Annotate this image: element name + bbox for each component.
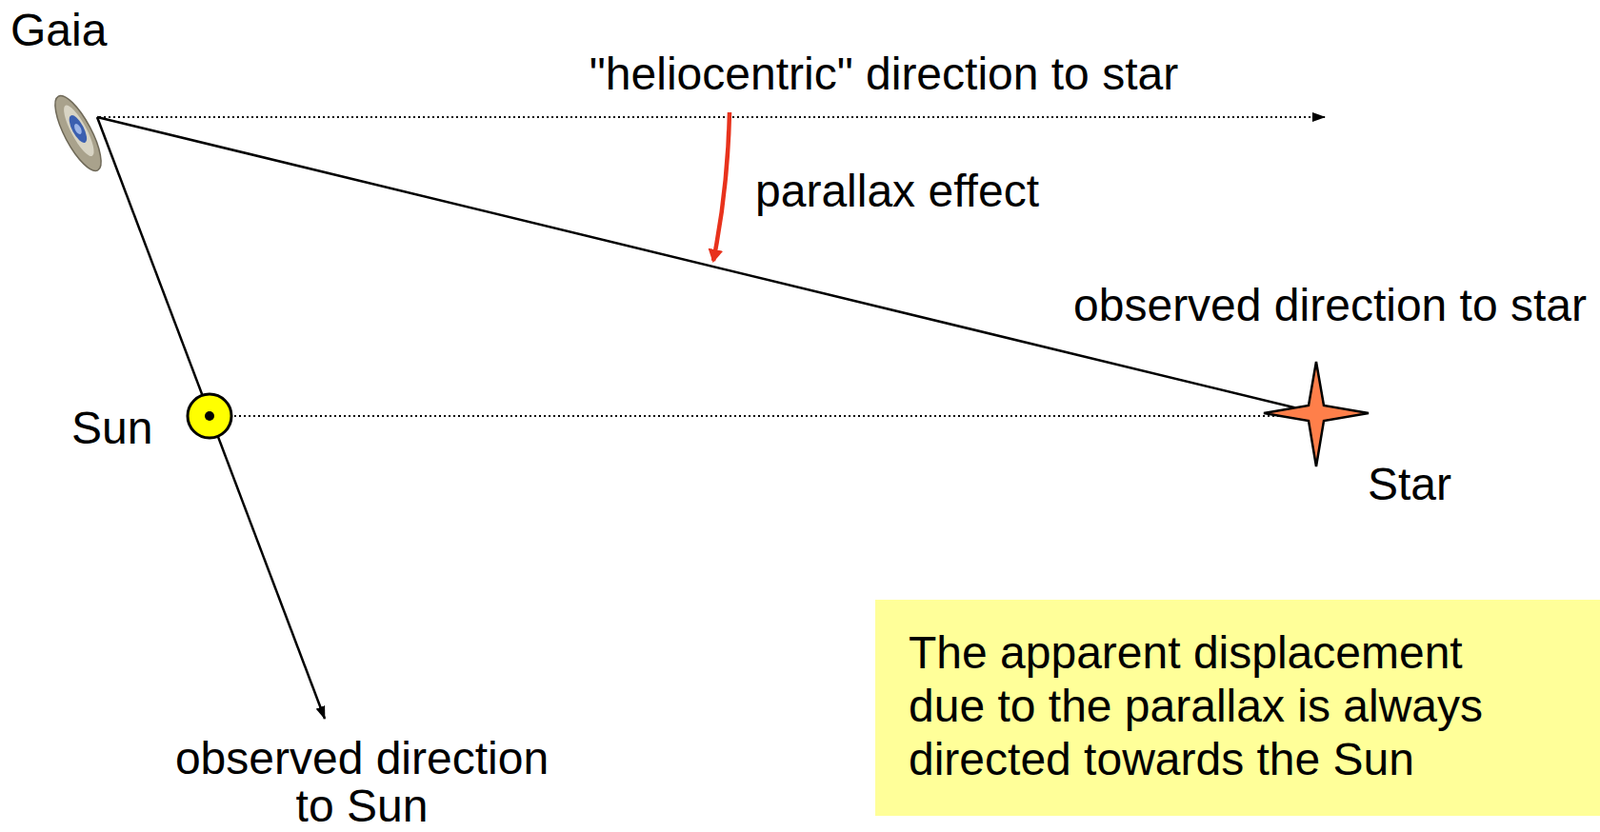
note-text: The apparent displacement due to the par… bbox=[908, 626, 1519, 787]
sun-label: Sun bbox=[71, 401, 153, 456]
note-box: The apparent displacement due to the par… bbox=[875, 600, 1600, 817]
parallax-arrow bbox=[713, 112, 730, 261]
star-label: Star bbox=[1367, 458, 1452, 512]
star-symbol bbox=[1263, 361, 1369, 467]
sun-symbol bbox=[187, 394, 232, 439]
observed-sun-label: observed direction to Sun bbox=[161, 735, 562, 831]
observed-star-label: observed direction to star bbox=[1073, 279, 1587, 333]
gaia-icon bbox=[46, 90, 110, 178]
heliocentric-label: "heliocentric" direction to star bbox=[589, 47, 1179, 101]
observed-star-line bbox=[97, 117, 1310, 412]
sun-star-line bbox=[234, 415, 1288, 418]
gaia-label: Gaia bbox=[10, 3, 107, 58]
heliocentric-direction-line bbox=[99, 116, 1325, 119]
parallax-label: parallax effect bbox=[755, 164, 1040, 219]
